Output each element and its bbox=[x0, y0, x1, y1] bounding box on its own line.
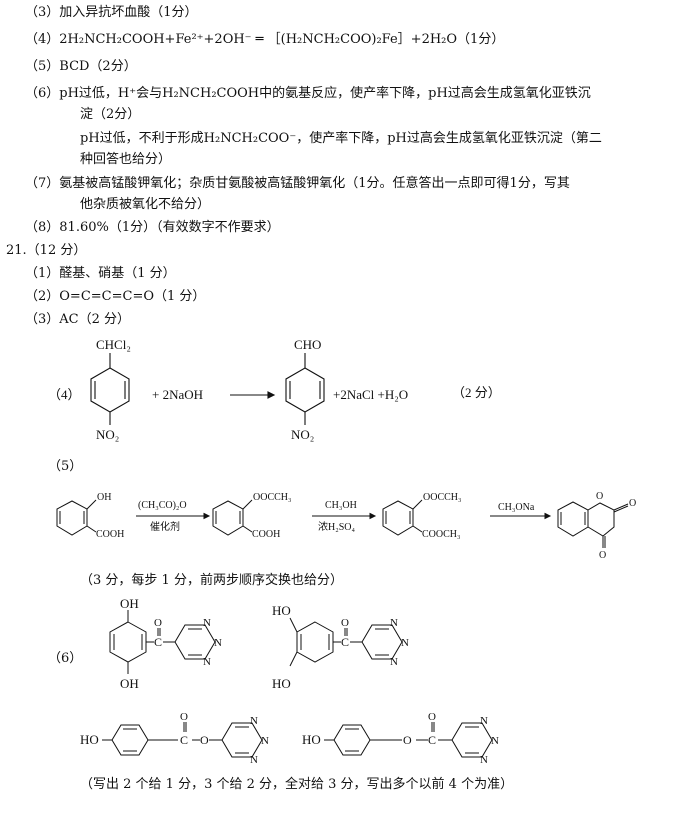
isomer2-triazine-ring bbox=[361, 624, 403, 660]
q21-5-note: （3 分，每步 1 分，前两步顺序交换也给分） bbox=[80, 573, 343, 588]
q21-4-number: （4） bbox=[48, 387, 81, 402]
isomer1-oh-top: OH bbox=[120, 596, 139, 611]
isomer4-carbonyl-c: C bbox=[428, 733, 436, 747]
q20-line-6b: 淀（2分） bbox=[80, 107, 141, 122]
isomer2-ho-top: HO bbox=[272, 603, 291, 618]
byproducts-label: +2NaCl +H₂O bbox=[333, 387, 408, 402]
isomer3-triazine-n3: N bbox=[250, 754, 258, 766]
lactone-carbonyl-oxygen: O bbox=[629, 498, 636, 509]
isomer4-triazine-n3: N bbox=[480, 754, 488, 766]
q21-4-score: （2 分） bbox=[452, 385, 501, 400]
isomer2-triazine-n2: N bbox=[401, 637, 409, 649]
reactant-chcl2-label: CHCl₂ bbox=[96, 337, 131, 352]
q21-line-1: （1）醛基、硝基（1 分） bbox=[25, 266, 176, 281]
isomer1-triazine-n2: N bbox=[214, 637, 222, 649]
isomer3-triazine-ring bbox=[221, 722, 263, 758]
q21-5-number: （5） bbox=[48, 459, 83, 474]
isomer3-triazine-n2: N bbox=[261, 735, 269, 747]
aspirin-cooh-label: COOH bbox=[252, 529, 280, 540]
q21-heading: 21.（12 分） bbox=[6, 243, 87, 258]
q21-line-3: （3）AC（2 分） bbox=[25, 312, 131, 327]
isomer4-triazine-n2: N bbox=[491, 735, 499, 747]
q21-synthesis-route-5: OH COOH (CH₃CO)₂O 催化剂 OOCCH₃ COOH CH₃OH … bbox=[56, 491, 636, 561]
isomer3-phenyl-ring bbox=[102, 722, 222, 756]
isomer4-ho: HO bbox=[302, 732, 321, 747]
product-cho-label: CHO bbox=[294, 337, 321, 352]
isomer3-ho: HO bbox=[80, 732, 99, 747]
isomer3-carbonyl-c: C bbox=[180, 733, 188, 747]
q20-line-7b: 他杂质被氧化不给分） bbox=[80, 197, 211, 212]
isomer4-triazine-n1: N bbox=[480, 715, 488, 727]
isomer1-triazine-n3: N bbox=[203, 656, 211, 668]
methyl-ester-ring bbox=[382, 499, 423, 536]
salicylic-cooh-label: COOH bbox=[96, 529, 124, 540]
isomer1-triazine-n1: N bbox=[203, 617, 211, 629]
step1-catalyst: 催化剂 bbox=[150, 520, 180, 533]
methyl-ester-cooch3-label: COOCH₃ bbox=[422, 529, 461, 540]
isomer1-triazine-ring bbox=[174, 624, 216, 660]
isomer3-ester-o: O bbox=[200, 733, 209, 747]
q21-6-number: （6） bbox=[48, 651, 83, 666]
q21-6-note: （写出 2 个给 1 分，3 个给 2 分，全对给 3 分，写出多个以前 4 个… bbox=[80, 777, 514, 792]
step3-reagent: CH₃ONa bbox=[498, 502, 535, 513]
step3-arrow bbox=[490, 512, 552, 520]
reactant-nitro-label: NO₂ bbox=[96, 427, 119, 442]
product-nitro-label: NO₂ bbox=[291, 427, 314, 442]
isomer2-carbonyl-c: C bbox=[341, 635, 349, 649]
q20-line-7a: （7）氨基被高锰酸钾氧化；杂质甘氨酸被高锰酸钾氧化（1分。任意答出一点即可得1分… bbox=[25, 176, 570, 191]
reagent-naoh: + 2NaOH bbox=[152, 387, 203, 402]
product-benzene-ring bbox=[285, 353, 325, 425]
q20-line-4: （4）2H₂NCH₂COOH+Fe²⁺+2OH⁻ ═ ［(H₂NCH₂COO)₂… bbox=[25, 32, 505, 47]
product-bicyclic bbox=[557, 501, 629, 548]
reaction-arrow bbox=[230, 391, 276, 399]
isomer2-ho-bottom: HO bbox=[272, 676, 291, 691]
step2-catalyst: 浓H₂SO₄ bbox=[318, 521, 355, 533]
isomer1-phenyl-ring bbox=[109, 610, 175, 674]
isomer4-triazine-ring bbox=[451, 722, 493, 758]
isomer2-phenyl-ring bbox=[289, 617, 362, 667]
q20-line-6a: （6）pH过低，H⁺会与H₂NCH₂COOH中的氨基反应，使产率下降，pH过高会… bbox=[25, 86, 591, 101]
q20-line-8: （8）81.60%（1分）（有效数字不作要求） bbox=[25, 220, 280, 235]
isomer4-ester-o: O bbox=[403, 733, 412, 747]
reactant-benzene-ring bbox=[90, 353, 130, 425]
isomer1-oh-bottom: OH bbox=[120, 676, 139, 691]
q20-line-3: （3）加入异抗坏血酸（1分） bbox=[25, 5, 198, 20]
methyl-ester-oac-label: OOCCH₃ bbox=[423, 492, 462, 503]
step2-reagent: CH₃OH bbox=[325, 500, 357, 511]
q21-line-2: （2）O=C=C=C=O（1 分） bbox=[25, 289, 206, 304]
q20-line-6d: 种回答也给分） bbox=[80, 152, 172, 167]
isomer1-carbonyl-c: C bbox=[154, 635, 162, 649]
q21-isomers-6: OH OH C O N N N HO HO C O N N N HO bbox=[80, 596, 499, 766]
step1-reagent: (CH₃CO)₂O bbox=[138, 500, 187, 511]
q20-line-6c: pH过低，不利于形成H₂NCH₂COO⁻，使产率下降，pH过高会生成氢氧化亚铁沉… bbox=[80, 131, 602, 146]
isomer3-carbonyl-o: O bbox=[180, 711, 188, 723]
ring-oxygen-label: O bbox=[596, 491, 603, 502]
q21-reaction-4: （4） CHCl₂ NO₂ + 2NaOH CHO NO₂ +2NaCl +H₂… bbox=[48, 337, 501, 442]
salicylic-acid-ring bbox=[56, 499, 97, 536]
ketone-oxygen: O bbox=[599, 550, 606, 561]
isomer2-triazine-n1: N bbox=[390, 617, 398, 629]
isomer4-carbonyl-o: O bbox=[428, 711, 436, 723]
salicylic-oh-label: OH bbox=[97, 492, 111, 503]
isomer2-triazine-n3: N bbox=[390, 656, 398, 668]
q20-line-5: （5）BCD（2分） bbox=[25, 59, 137, 74]
isomer2-carbonyl-o: O bbox=[341, 617, 349, 629]
isomer4-phenyl-ring bbox=[324, 722, 452, 756]
step1-arrow bbox=[136, 512, 211, 520]
aspirin-ester-label: OOCCH₃ bbox=[253, 492, 292, 503]
isomer3-triazine-n1: N bbox=[250, 715, 258, 727]
aspirin-ring bbox=[212, 499, 253, 536]
step2-arrow bbox=[312, 512, 377, 520]
isomer1-carbonyl-o: O bbox=[154, 617, 162, 629]
